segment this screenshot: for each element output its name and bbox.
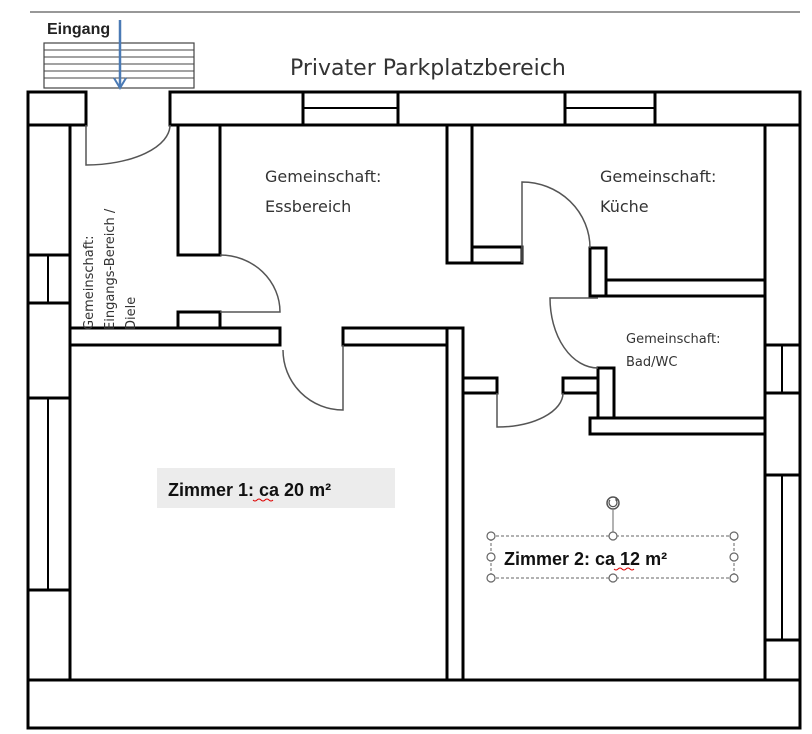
entrance-label: Eingang [47, 21, 110, 38]
hall-label-line2: Eingangs-Bereich / [103, 208, 118, 330]
kitchen-label-line1: Gemeinschaft: [600, 167, 716, 186]
interior-walls [68, 123, 767, 682]
kitchen-label-line2: Küche [600, 197, 649, 216]
resize-handle[interactable] [486, 573, 496, 583]
rotate-handle-icon[interactable] [606, 496, 620, 510]
resize-handle[interactable] [486, 531, 496, 541]
doors [85, 124, 599, 428]
room2-textbox[interactable]: Zimmer 2: ca 12 m² [486, 496, 739, 583]
dining-label-line1: Gemeinschaft: [265, 167, 381, 186]
outer-walls [26, 90, 802, 730]
room1-label-box [157, 468, 395, 508]
resize-handle[interactable] [729, 531, 739, 541]
resize-handle[interactable] [486, 552, 496, 562]
resize-handle[interactable] [608, 573, 618, 583]
bath-label-line2: Bad/WC [626, 355, 677, 370]
resize-handle[interactable] [608, 531, 618, 541]
bath-label-line1: Gemeinschaft: [626, 332, 721, 347]
resize-handle[interactable] [729, 573, 739, 583]
hall-label-line1: Gemeinschaft: [82, 235, 97, 330]
parking-label: Privater Parkplatzbereich [290, 56, 566, 81]
resize-handle[interactable] [729, 552, 739, 562]
room2-label: Zimmer 2: ca 12 m² [504, 549, 667, 569]
dining-label-line2: Essbereich [265, 197, 351, 216]
hall-label-line3: Diele [124, 297, 139, 330]
room1-label: Zimmer 1: ca 20 m² [168, 480, 331, 500]
entrance-arrow-icon [113, 20, 127, 90]
